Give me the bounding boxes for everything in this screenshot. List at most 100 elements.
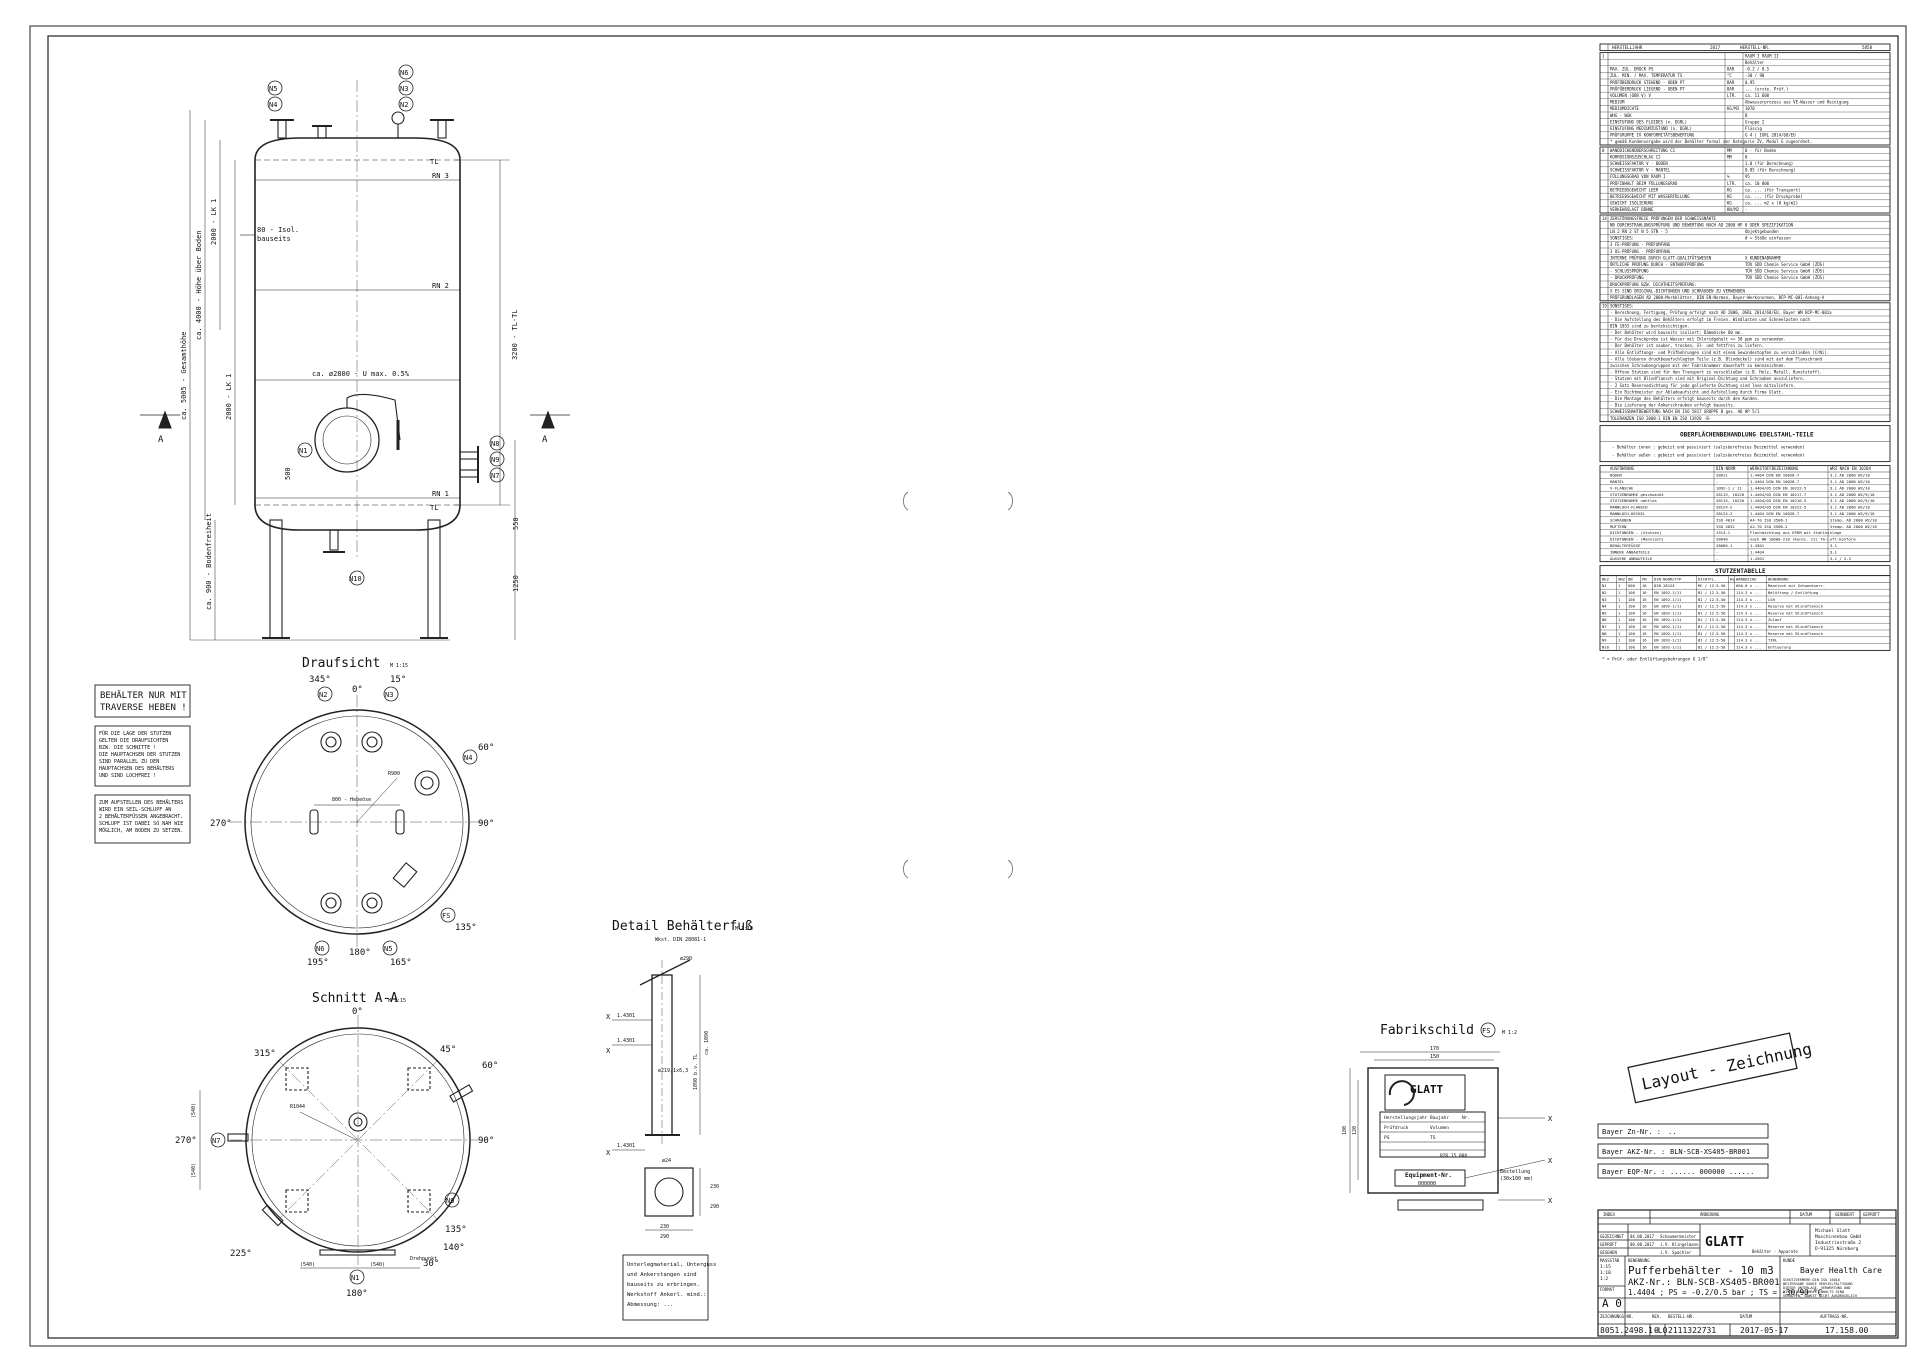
dim-manhole: 500 (284, 467, 292, 480)
bayer-akz-value: BLN-SCB-XS405-BR001 (1670, 1148, 1750, 1156)
elevation-nozzle-tags (267, 64, 505, 586)
angle-345: 345° (309, 675, 331, 685)
note-line: DIE HAUPTACHSEN DER STUTZEN (99, 752, 180, 758)
note-line: BZW. DIE SCHNITTE ! (99, 745, 156, 751)
nozzle-cell: Entleerung (1768, 644, 1791, 649)
table-row-unit: LTR. (1727, 93, 1737, 98)
np-bottom-label: BZ0 15 008 (1440, 1153, 1467, 1159)
nozzle-cell: 114.3 x ... (1736, 617, 1761, 622)
material-cell: MANNLOCH-FLANSCH (1610, 505, 1648, 510)
nozzle-head: DIN-NORM/TYP (1654, 576, 1682, 581)
rad-note: R900 (388, 771, 400, 777)
tb-name2: i.V. Klingelmann (1660, 1242, 1699, 1247)
nozzle-cell: N10 (1602, 644, 1610, 649)
detail-view (612, 959, 709, 1321)
table-row-label: 3 US-PRÜFUNG - PRÜFUMFANG (1610, 249, 1671, 254)
nozzle-cell: TIRL (1768, 638, 1778, 643)
table-row-label: SONSTIGES: (1610, 304, 1634, 309)
nozzle-cell: EN 1092-1/11 (1654, 610, 1682, 615)
table-row-label: WANDDICKENÜBERSCHREITUNG C1 (1610, 148, 1676, 153)
nozzle-cell: EN 1092-1/11 (1654, 644, 1682, 649)
dim-lk-lower: 2000 - LK 1 (225, 374, 233, 420)
tb-company: Industriestraße 2 (1815, 1240, 1861, 1246)
table-row-label: ÖRTLICHE PRÜFUNG DURCH - ENTWURFPRÜFUNG (1610, 262, 1705, 267)
tag-fs: FS (442, 912, 450, 920)
dim-lk: 2000 - LK 1 (210, 199, 218, 245)
registration-marks (903, 491, 1013, 879)
nozzle-cell: EN 1092-1/11 (1654, 638, 1682, 643)
np-field: PS (1384, 1135, 1390, 1141)
table-row-value: ca. ... (für Transport) (1745, 187, 1800, 192)
surface-title: OBERFLÄCHENBEHANDLUNG EDELSTAHL-TEILE (1680, 432, 1814, 439)
table-row-value: -30 / 90 (1745, 73, 1765, 78)
material-cell: Flachdichtung aus EPDM mit Stahleinlage (1750, 530, 1842, 535)
tb-logo: GLATT (1705, 1235, 1744, 1250)
table-row-label: WHG - WGK (1610, 113, 1632, 118)
note-line: SCHLUPF IST DABEI SO NAH WIE (99, 821, 183, 827)
nozzle-cell: 16 (1642, 644, 1647, 649)
tb-geprueft: GEPRÜFT (1600, 1242, 1617, 1247)
np-field: Herstellungsjahr (1384, 1115, 1428, 1121)
tb-gesehen: GESEHEN (1600, 1250, 1617, 1255)
tb-auftrag-label: AUFTRAGS-NR. (1820, 1314, 1849, 1319)
angle-180: 180° (349, 948, 371, 958)
tb-title: Pufferbehälter - 10 m3 (1628, 1264, 1774, 1277)
nozzle-cell: EN 1092-1/11 (1654, 597, 1682, 602)
table-row-unit: KG (1727, 187, 1732, 192)
tag-n2: N2 (319, 691, 327, 699)
nozzle-cell: 600 (1628, 583, 1636, 588)
layout-stamp: Layout - Zeichnung (1627, 1032, 1813, 1104)
nozzle-cell: 1 (1618, 597, 1621, 602)
tb-company: Michael Glatt (1815, 1228, 1851, 1234)
nozzle-head: BEZ (1602, 576, 1610, 581)
table-row-label: - Alle Entlüftungs- und Prüfbohrungen si… (1610, 350, 1829, 355)
material-cell: 1.4404 DIN EN 10028-7 (1750, 479, 1800, 484)
material-cell: 3.1 (1830, 543, 1838, 548)
material-cell: 1.4404/05 DIN EN 10222-5 (1750, 505, 1807, 510)
table-row-label: - Die Montage des Behälters erfolgt baus… (1610, 396, 1759, 401)
nozzle-head: DICHTFL. (1698, 576, 1716, 581)
tb-name1: Schaumermeister (1660, 1234, 1697, 1239)
sec-angle-30: 30° (423, 1259, 439, 1269)
tb-datum: 2017-05-17 (1740, 1326, 1788, 1335)
table-row-label: TOLERANZEN ISO 2000-1 DIN EN ISO 13920 -… (1610, 416, 1711, 421)
np-bestellung-1: Bestellung (1500, 1169, 1530, 1175)
table-section-no: 1 (1602, 53, 1605, 58)
table-head-label: HERSTELL-NR. (1740, 45, 1770, 50)
table-row-label: BETRIEBSGEWICHT MIT WASSERFÜLLUNG (1610, 194, 1690, 199)
material-cell: - (1716, 549, 1718, 554)
sec-angle-90: 90° (478, 1136, 494, 1146)
nozzle-cell: EN 1092-1/11 (1654, 631, 1682, 636)
material-cell: nach WN 10000-210 (Kennz. C2) TA-Luft-ko… (1750, 537, 1856, 542)
table-head-nr: 5858 (1862, 45, 1873, 50)
table-row-value: TÜV SÜD Chemie Service GmbH (ZÜS) (1745, 275, 1824, 280)
table-row-value: ca. ... (für Druckprobe) (1745, 194, 1803, 199)
tb-hdr: GEÄNDERT (1835, 1212, 1855, 1217)
table-row-label: PRÜFÜBERDRUCK LIEGEND - OBEN PT (1610, 86, 1685, 91)
notes (94, 684, 191, 844)
schnitt-scale: M 1:15 (388, 998, 406, 1004)
detail-texts: X X X 1.4301 1.4301 1.4301 ø290 ø219,1x6… (606, 956, 719, 1308)
bayer-zn-label: Bayer Zn-Nr. : (1602, 1128, 1661, 1136)
mat-3: 1.4301 (617, 1143, 635, 1149)
tb-copy: WEITERGABE SOWIE VERVIELFÄLTIGUNG (1783, 1281, 1853, 1286)
table-row-unit: BAR (1727, 86, 1735, 91)
nozzle-head: WANDDICKE (1736, 576, 1757, 581)
tb-auftrag: 17.158.00 (1825, 1326, 1869, 1335)
table-row-unit: KG (1727, 194, 1732, 199)
table-row-label: PRÜFÜBERDRUCK STEHEND - OBEN PT (1610, 80, 1685, 85)
nozzle-head: BENENNUNG (1768, 576, 1789, 581)
bayer-boxes (1597, 1123, 1769, 1179)
table-row-label: SCHWEISSFAKTOR V - BODEN (1610, 161, 1668, 166)
x-mark: X (606, 1013, 611, 1021)
nozzle-cell: 1 (1618, 590, 1621, 595)
np-bestellung-2: (30x100 mm) (1500, 1176, 1533, 1182)
material-cell: STUTZENROHRE geschweißt (1610, 492, 1664, 497)
nozzle-cell: 100 (1628, 617, 1636, 622)
nameplate-texts: 170 150 180 120 GLATT Herstellungsjahr B… (1342, 1046, 1553, 1205)
sec-rad: R1044 (290, 1104, 305, 1110)
tb-date1: 04.08.2017 (1630, 1234, 1655, 1239)
nozzle-cell: 16 (1642, 624, 1647, 629)
nozzle-cell: 16 (1642, 597, 1647, 602)
detail-note: und Ankerstangen sind (627, 1272, 697, 1278)
